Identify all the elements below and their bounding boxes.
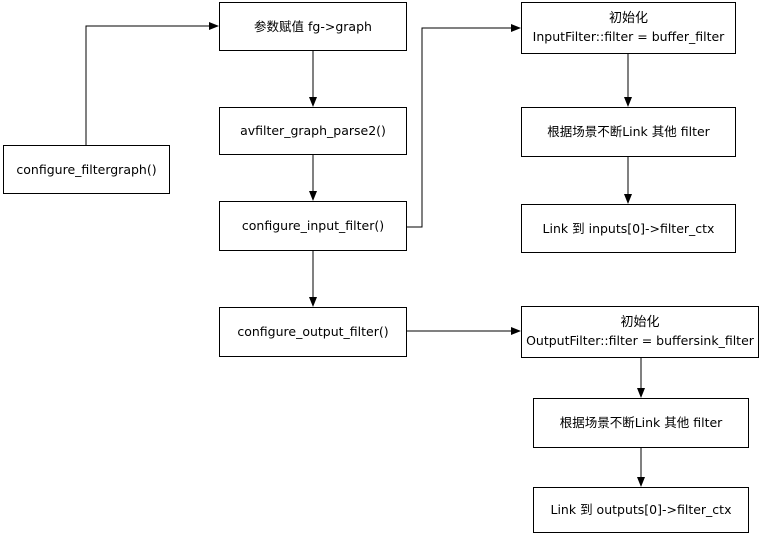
node-configure-output-filter: configure_output_filter() [219,307,407,357]
node-label: 参数赋值 fg->graph [254,18,372,34]
node-configure-filtergraph: configure_filtergraph() [3,145,170,194]
node-input-link-scene: 根据场景不断Link 其他 filter [521,107,736,157]
node-label: avfilter_graph_parse2() [240,123,386,138]
node-label: 根据场景不断Link 其他 filter [559,415,723,430]
node-detail: OutputFilter::filter = buffersink_filter [526,333,754,348]
node-label: 根据场景不断Link 其他 filter [547,124,710,139]
node-title: 初始化 [620,315,660,330]
node-label: Link 到 inputs[0]->filter_ctx [542,220,715,236]
node-label: Link 到 outputs[0]->filter_ctx [550,502,732,517]
node-label: configure_input_filter() [241,218,385,233]
node-detail: InputFilter::filter = buffer_filter [532,29,725,44]
node-output-init: 初始化 OutputFilter::filter = buffersink_fi… [521,306,759,358]
node-assign-graph: 参数赋值 fg->graph [219,2,407,51]
node-avfilter-graph-parse2: avfilter_graph_parse2() [219,107,407,155]
node-output-link-scene: 根据场景不断Link 其他 filter [533,398,749,448]
edge-filtergraph-to-assign [85,22,219,145]
node-input-link-ctx: Link 到 inputs[0]->filter_ctx [521,204,736,253]
node-input-init: 初始化 InputFilter::filter = buffer_filter [521,2,736,54]
node-label: configure_output_filter() [237,324,389,339]
node-label: configure_filtergraph() [16,161,157,177]
node-title: 初始化 [608,11,648,26]
node-output-link-ctx: Link 到 outputs[0]->filter_ctx [533,487,749,533]
node-configure-input-filter: configure_input_filter() [219,201,407,251]
edge-input-to-input-init [406,24,521,228]
